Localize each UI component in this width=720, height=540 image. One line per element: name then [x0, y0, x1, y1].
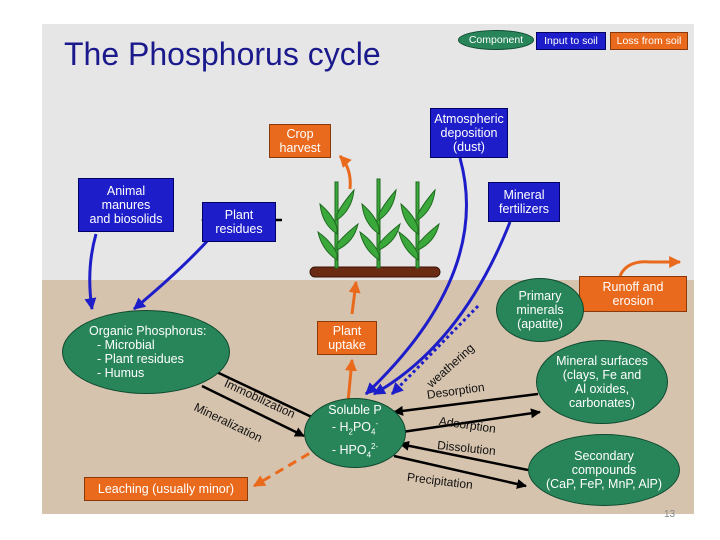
mineral-surfaces-line: (clays, Fe and: [562, 368, 642, 382]
arrow-uptake-to-crop: [348, 280, 361, 315]
secondary-compounds-oval: Secondary compounds (CaP, FeP, MnP, AlP): [528, 434, 680, 506]
soluble-p-formula-hpo4: - HPO42-: [332, 440, 378, 463]
atmospheric-deposition-line: (dust): [453, 140, 485, 154]
runoff-erosion-line: erosion: [612, 294, 654, 308]
primary-minerals-line: Primary: [518, 289, 562, 303]
arrow-runoff: [618, 256, 682, 277]
mineral-surfaces-line: carbonates): [568, 396, 635, 410]
slide: The Phosphorus cycle Component Input to …: [42, 24, 694, 514]
page-title: The Phosphorus cycle: [64, 36, 381, 72]
secondary-compounds-line: (CaP, FeP, MnP, AlP): [545, 477, 663, 491]
formula-sup: 2-: [371, 442, 379, 451]
leaching-label: Leaching (usually minor): [97, 482, 235, 496]
plant-uptake-box: Plant uptake: [317, 321, 377, 355]
soluble-p-oval: Soluble P - H2PO4- - HPO42-: [304, 398, 406, 468]
plant-residues-box: Plant residues: [202, 202, 276, 242]
secondary-compounds-line: Secondary: [574, 449, 634, 463]
formula-sub: 4: [366, 450, 372, 460]
atmospheric-deposition-line: deposition: [440, 126, 498, 140]
atmospheric-deposition-line: Atmospheric: [434, 112, 504, 126]
runoff-erosion-line: Runoff and: [602, 280, 664, 294]
formula-part: PO: [352, 420, 372, 435]
organic-phosphorus-heading: Organic Phosphorus:: [89, 324, 207, 338]
corn-plant: [317, 181, 359, 269]
crop-harvest-line: harvest: [279, 141, 321, 155]
arrow-soluble-to-uptake: [345, 358, 357, 403]
formula-sub: 2: [348, 428, 353, 437]
formula-sub: 4: [371, 428, 376, 437]
formula-part: - HPO: [331, 443, 367, 458]
mineral-surfaces-line: Mineral surfaces: [556, 354, 648, 368]
arrow-dissolution: [399, 440, 529, 472]
crop-harvest-line: Crop: [286, 127, 314, 141]
plant-uptake-line: Plant: [332, 324, 362, 338]
animal-manures-box: Animal manures and biosolids: [78, 178, 174, 232]
organic-phosphorus-oval: Organic Phosphorus: - Microbial - Plant …: [62, 310, 230, 394]
crop-harvest-box: Crop harvest: [269, 124, 331, 158]
arrow-mineralization: [201, 384, 305, 438]
arrow-adsorption: [401, 408, 541, 434]
crop-plants: [309, 178, 441, 278]
soluble-p-heading: Soluble P: [328, 403, 382, 418]
arrow-animal-manures: [84, 233, 98, 311]
corn-plant: [359, 178, 401, 269]
soluble-p-formula-h2po4: - H2PO4-: [332, 417, 378, 440]
arrow-weathering: [390, 304, 480, 396]
legend-loss: Loss from soil: [610, 32, 688, 50]
primary-minerals-oval: Primary minerals (apatite): [496, 278, 584, 342]
organic-phosphorus-item: - Humus: [97, 366, 145, 380]
atmospheric-deposition-box: Atmospheric deposition (dust): [430, 108, 508, 158]
cycle-diagram: [84, 154, 682, 489]
mineral-surfaces-line: Al oxides,: [574, 382, 630, 396]
plant-residues-line: Plant: [224, 208, 254, 222]
runoff-erosion-box: Runoff and erosion: [579, 276, 687, 312]
secondary-compounds-line: compounds: [571, 463, 637, 477]
legend-component: Component: [458, 30, 534, 50]
legend-input: Input to soil: [536, 32, 606, 50]
sky-background: [42, 24, 694, 280]
corn-plant: [398, 181, 440, 269]
organic-phosphorus-item: - Plant residues: [97, 352, 184, 366]
page-number: 13: [664, 509, 676, 520]
mineral-fertilizers-line: Mineral: [503, 188, 545, 202]
leaching-box: Leaching (usually minor): [84, 477, 248, 501]
plant-uptake-line: uptake: [328, 338, 366, 352]
primary-minerals-line: (apatite): [517, 317, 563, 331]
mineral-surfaces-oval: Mineral surfaces (clays, Fe and Al oxide…: [536, 340, 668, 424]
plant-residues-line: residues: [215, 222, 263, 236]
arrow-immobilization: [203, 364, 319, 422]
animal-manures-line: Animal: [106, 184, 146, 198]
arrow-plant-residues: [133, 236, 212, 311]
crop-bed: [309, 266, 441, 278]
formula-part: - H: [331, 420, 349, 435]
arrow-mineral-fertilizers: [372, 221, 512, 396]
animal-manures-line: manures: [101, 198, 151, 212]
arrow-atmospheric-deposition: [364, 157, 468, 396]
arrow-crop-to-harvest: [338, 154, 352, 190]
arrow-leaching: [252, 444, 323, 488]
primary-minerals-line: minerals: [516, 303, 564, 317]
animal-manures-line: and biosolids: [89, 212, 163, 226]
formula-sup: -: [375, 419, 379, 429]
organic-phosphorus-item: - Microbial: [97, 338, 155, 352]
mineral-fertilizers-line: fertilizers: [498, 202, 549, 216]
arrow-desorption: [393, 392, 539, 416]
mineral-fertilizers-box: Mineral fertilizers: [488, 182, 560, 222]
arrow-precipitation: [393, 454, 527, 489]
